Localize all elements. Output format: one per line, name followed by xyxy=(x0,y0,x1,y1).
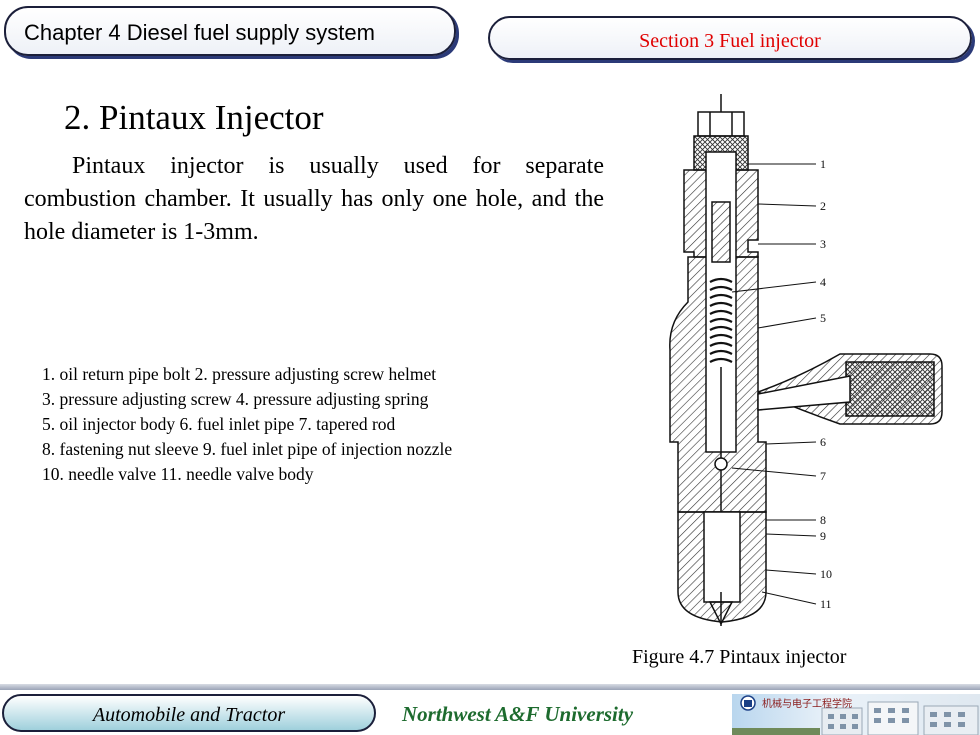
chapter-tab: Chapter 4 Diesel fuel supply system xyxy=(4,6,456,56)
legend-line: 1. oil return pipe bolt 2. pressure adju… xyxy=(42,364,437,384)
college-banner: 机械与电子工程学院 xyxy=(732,694,980,735)
building-icon xyxy=(732,695,979,735)
callout-label: 8 xyxy=(820,513,826,527)
description-paragraph: Pintaux injector is usually used for sep… xyxy=(24,153,604,245)
college-logo-text: 机械与电子工程学院 xyxy=(762,699,852,710)
callout-label: 11 xyxy=(820,597,832,611)
course-name: Automobile and Tractor xyxy=(92,704,286,726)
callout-label: 2 xyxy=(820,199,826,213)
callout-label: 1 xyxy=(820,157,826,171)
section-tab: Section 3 Fuel injector xyxy=(488,16,972,60)
legend-line: 10. needle valve 11. needle valve body xyxy=(42,464,314,484)
callout-label: 5 xyxy=(820,311,826,325)
legend-line: 8. fastening nut sleeve 9. fuel inlet pi… xyxy=(42,439,453,459)
course-tab: Automobile and Tractor xyxy=(2,694,376,732)
callout-label: 3 xyxy=(820,237,826,251)
footer-divider xyxy=(0,684,980,690)
figure-caption: Figure 4.7 Pintaux injector xyxy=(632,646,847,668)
slide-heading: 2. Pintaux Injector xyxy=(64,98,324,137)
legend-line: 5. oil injector body 6. fuel inlet pipe … xyxy=(42,414,396,434)
callout-label: 4 xyxy=(820,275,826,289)
injector-drawing: 1 2 3 4 5 6 7 8 9 10 11 xyxy=(669,94,943,626)
callout-label: 10 xyxy=(820,567,832,581)
university-name: Northwest A&F University xyxy=(402,702,634,726)
section-title: Section 3 Fuel injector xyxy=(639,30,821,52)
callout-label: 9 xyxy=(820,529,826,543)
legend-line: 3. pressure adjusting screw 4. pressure … xyxy=(42,389,429,409)
callout-label: 6 xyxy=(820,435,826,449)
chapter-title: Chapter 4 Diesel fuel supply system xyxy=(24,20,375,45)
callout-label: 7 xyxy=(820,469,826,483)
parts-legend: 1. oil return pipe bolt 2. pressure adju… xyxy=(42,362,452,487)
